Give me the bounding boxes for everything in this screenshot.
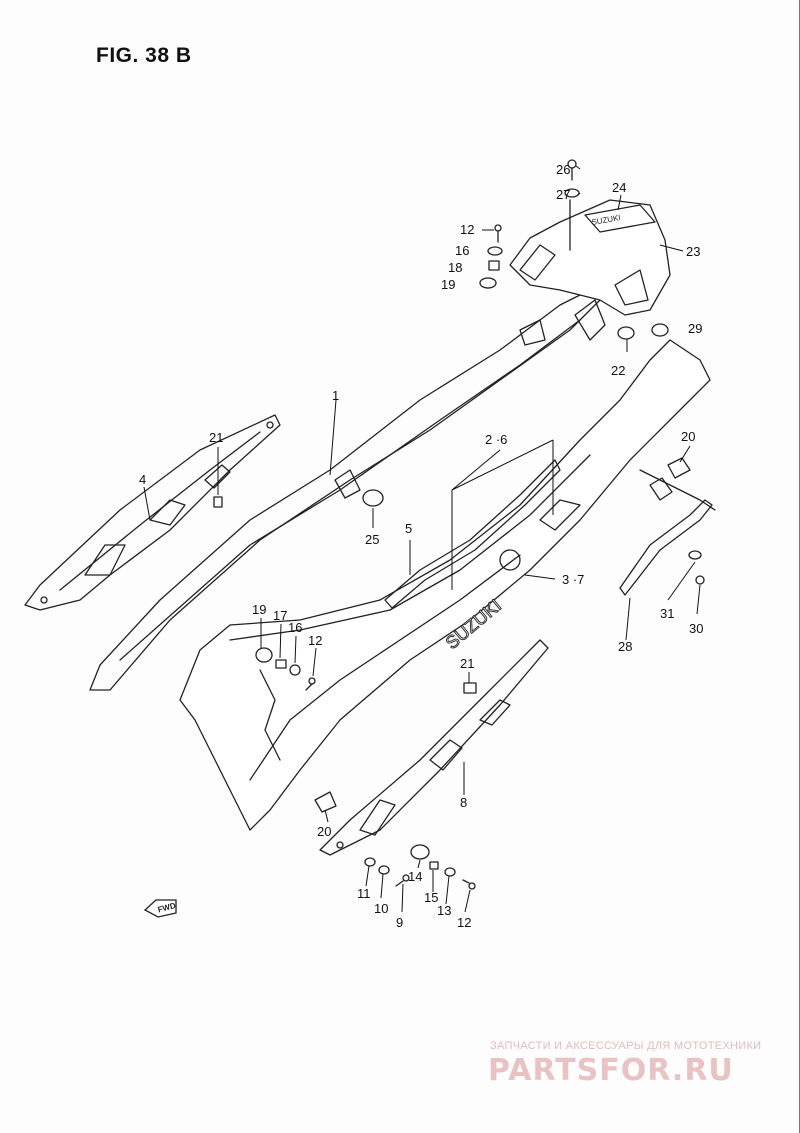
part-label: 10: [374, 901, 388, 916]
part-label: 16: [288, 620, 302, 635]
part-label: 31: [660, 606, 674, 621]
part-label: 24: [612, 180, 626, 195]
part-label: 2 ·6: [485, 432, 507, 447]
part-label: 12: [457, 915, 471, 930]
part-label: 5: [405, 521, 412, 536]
part-label: 20: [317, 824, 331, 839]
part-label: 30: [689, 621, 703, 636]
part-label: 19: [252, 602, 266, 617]
part-label: 28: [618, 639, 632, 654]
part-label: 21: [460, 656, 474, 671]
part-label: 29: [688, 321, 702, 336]
part-label: 12: [308, 633, 322, 648]
part-label: 22: [611, 363, 625, 378]
part-label: 13: [437, 903, 451, 918]
part-label: 12: [460, 222, 474, 237]
forward-arrow-icon: FWD: [143, 899, 177, 918]
watermark: ЗАПЧАСТИ И АКСЕССУАРЫ ДЛЯ МОТОТЕХНИКИ PA…: [488, 1040, 761, 1088]
part-label: 20: [681, 429, 695, 444]
part-label: 9: [396, 915, 403, 930]
part-label: 8: [460, 795, 467, 810]
watermark-logo: PARTSFOR.RU: [488, 1053, 734, 1088]
left-side-panel-part-4: [24, 414, 281, 611]
side-cover-part-3-7: SUZUKI: [179, 339, 711, 831]
figure-title: FIG. 38 B: [96, 44, 192, 67]
part-label: 16: [455, 243, 469, 258]
part-label: 4: [139, 472, 146, 487]
watermark-tagline: ЗАПЧАСТИ И АКСЕССУАРЫ ДЛЯ МОТОТЕХНИКИ: [490, 1040, 761, 1052]
part-label: 1: [332, 388, 339, 403]
lower-panel-part-8: [319, 639, 549, 856]
part-labels: 26 27 24 23 12 16 18 19 29 22 1 21 4 2 ·…: [139, 162, 703, 930]
trim-stripe-part-5: [384, 459, 561, 609]
part-label: 23: [686, 244, 700, 259]
part-label: 14: [408, 869, 422, 884]
part-label: 11: [357, 886, 371, 901]
brace-part-28: [619, 469, 716, 596]
rear-cover-part-24: SUZUKI: [509, 199, 671, 316]
part-label: 25: [365, 532, 379, 547]
part-label: 17: [273, 608, 287, 623]
part-label: 3 ·7: [562, 572, 584, 587]
part-label: 19: [441, 277, 455, 292]
part-label: 27: [556, 187, 570, 202]
leader-lines: [143, 165, 701, 913]
part-label: 18: [448, 260, 462, 275]
part-label: 26: [556, 162, 570, 177]
part-label: 15: [424, 890, 438, 905]
part-label: 21: [209, 430, 223, 445]
